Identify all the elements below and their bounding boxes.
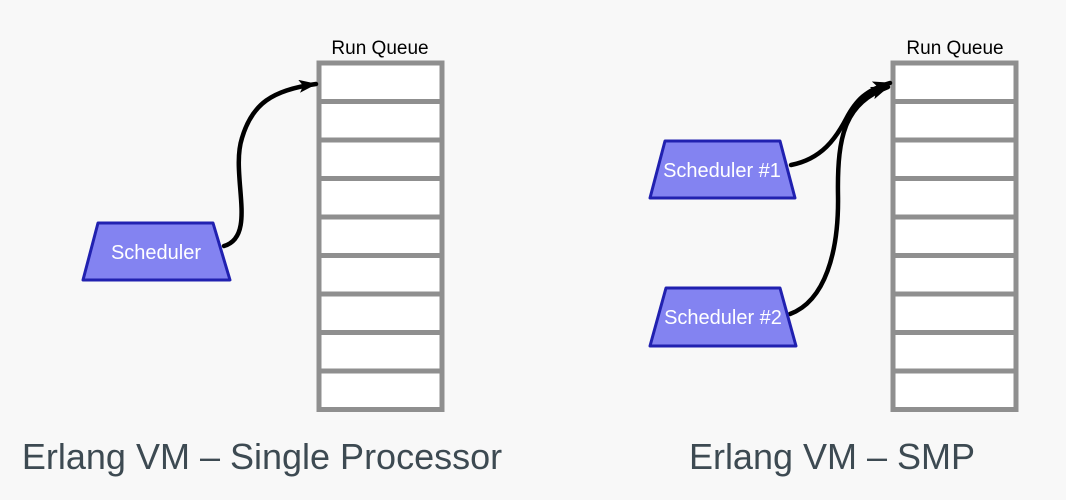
arrow-scheduler2-to-queue [787, 84, 891, 317]
run-queue-cell [890, 60, 1019, 104]
panel-caption: Erlang VM – Single Processor [22, 436, 502, 477]
run-queue-cell [890, 368, 1019, 412]
run-queue-cell [890, 330, 1019, 374]
run-queue-label: Run Queue [331, 38, 428, 59]
run-queue-cell [316, 330, 445, 374]
run-queue-cell [890, 291, 1019, 335]
run-queue-cell [316, 253, 445, 297]
run-queue-cell [890, 137, 1019, 181]
scheduler1-shape [648, 139, 797, 200]
panel-caption: Erlang VM – SMP [689, 436, 975, 477]
run-queue-cell [890, 253, 1019, 297]
run-queue-cell [890, 176, 1019, 220]
run-queue [890, 60, 1019, 412]
panel-smp: Run Queue Scheduler #1 Scheduler #2 Erla… [648, 38, 1019, 477]
run-queue-cell [316, 214, 445, 258]
run-queue-cell [316, 99, 445, 143]
run-queue-cell [890, 214, 1019, 258]
run-queue-cell [316, 368, 445, 412]
run-queue-cell [316, 137, 445, 181]
run-queue-cell [316, 60, 445, 104]
arrow-scheduler-to-queue [221, 79, 319, 249]
scheduler2-label: Scheduler #2 [664, 307, 782, 329]
run-queue-cell [316, 176, 445, 220]
scheduler2-shape [648, 286, 798, 348]
scheduler-label: Scheduler [111, 242, 201, 264]
panel-single-processor: Run Queue Scheduler Erlang VM – Single P… [22, 38, 502, 477]
scheduler1-label: Scheduler #1 [663, 160, 781, 182]
scheduler-shape [81, 221, 232, 282]
run-queue-label: Run Queue [906, 38, 1003, 59]
run-queue-cell [316, 291, 445, 335]
run-queue-cell [890, 99, 1019, 143]
run-queue [316, 60, 445, 412]
